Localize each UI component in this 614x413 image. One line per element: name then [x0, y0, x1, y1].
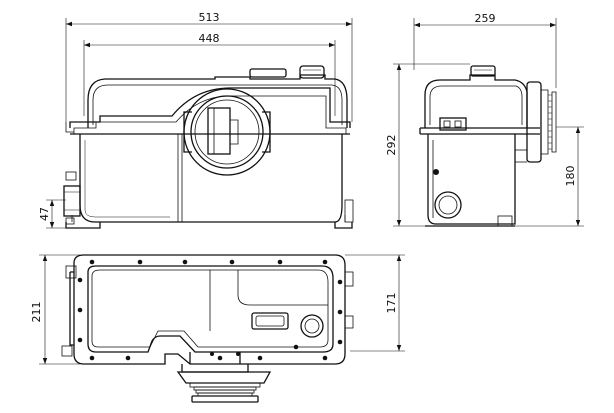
top-outer-outline	[73, 254, 346, 365]
dim-total-height: 292	[385, 135, 398, 156]
dim-top-depth-outer: 211	[30, 302, 43, 323]
dim-body-width: 448	[199, 32, 220, 45]
top-inlet-port	[300, 314, 324, 338]
side-cover-outline	[424, 74, 528, 128]
side-vent-cap	[470, 65, 496, 77]
side-latch	[439, 117, 467, 131]
top-outlet-nozzle	[181, 364, 249, 373]
dim-inlet-height: 47	[38, 207, 51, 221]
side-inlet-port	[434, 191, 462, 219]
top-view	[61, 254, 354, 403]
dim-outlet-height: 180	[564, 166, 577, 187]
front-clamp-band	[69, 87, 351, 128]
side-outlet-ring	[526, 81, 542, 163]
front-outlet-flange	[183, 88, 271, 176]
front-outlet-valve	[207, 107, 231, 155]
side-view	[419, 65, 557, 227]
front-cover-inner	[92, 84, 343, 125]
dim-side-depth: 259	[475, 12, 496, 25]
top-access-hatch	[251, 312, 289, 330]
front-vent-cap	[299, 65, 325, 79]
side-dimensions: 259 292 180	[385, 12, 584, 227]
dim-total-width: 513	[199, 11, 220, 24]
front-base-feet	[65, 222, 353, 229]
front-cover-outline	[87, 74, 348, 128]
dim-top-depth-inner: 171	[385, 293, 398, 314]
top-inner-outline	[87, 265, 334, 353]
front-dimensions: 513 448 47	[38, 11, 353, 229]
front-lid-handle	[249, 68, 287, 78]
top-dimensions: 211 171	[30, 254, 405, 365]
front-view	[63, 65, 354, 229]
front-tank-outline	[79, 134, 343, 223]
front-side-inlet	[63, 185, 81, 217]
side-tank-outline	[427, 134, 516, 225]
